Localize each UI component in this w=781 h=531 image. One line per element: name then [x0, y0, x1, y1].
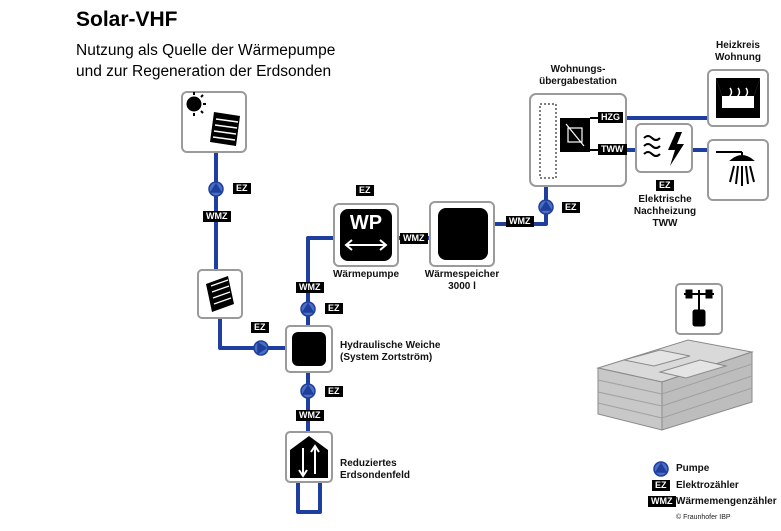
weather-station — [675, 283, 723, 335]
collector-panel-icon — [210, 112, 240, 146]
hydraulic-switch — [285, 325, 333, 373]
heat-waves-icon — [643, 135, 661, 157]
lightning-icon — [668, 132, 684, 166]
ez-tag-erdsonde: EZ — [325, 386, 343, 397]
storage-tank — [429, 201, 495, 267]
wmz-tag-tank-to-station: WMZ — [506, 216, 534, 227]
transfer-station — [529, 93, 627, 187]
wmz-tag-solar: WMZ — [203, 211, 231, 222]
legend-ez-text: Elektrozähler — [676, 480, 739, 491]
pipe-weiche-to-wp — [306, 236, 340, 326]
subtitle-line-2: und zur Regeneration der Erdsonden — [76, 63, 332, 80]
hydraulic-switch-label: Hydraulische Weiche (System Zortström) — [340, 340, 441, 363]
ez-tag-wp-line: EZ — [325, 303, 343, 314]
heat-pump-symbol: WP — [349, 212, 383, 234]
pump-station — [538, 199, 554, 215]
heat-exchanger — [197, 269, 243, 319]
transfer-station-label: Wohnungs- übergabestation — [539, 64, 617, 87]
building-illustration — [596, 339, 754, 431]
page-title: Solar-VHF — [76, 8, 178, 31]
compressor-arrows-icon — [344, 239, 388, 251]
legend-wmz-tag: WMZ — [648, 496, 676, 507]
pipe-erdsonde-loop — [296, 480, 322, 514]
subtitle-line-1: Nutzung als Quelle der Wärmepumpe — [76, 42, 336, 59]
pump-erdsonde — [300, 383, 316, 399]
heating-circuit-label: Heizkreis Wohnung — [715, 40, 761, 63]
wmz-tag-wp-line: WMZ — [296, 282, 324, 293]
borehole-arrows-icon — [298, 444, 320, 478]
ez-tag-heat-pump: EZ — [356, 185, 374, 196]
heat-pump — [333, 203, 399, 267]
borehole-field — [285, 431, 333, 483]
page-subtitle: Nutzung als Quelle der Wärmepumpe und zu… — [76, 40, 335, 82]
legend-ez-tag: EZ — [652, 480, 670, 491]
electric-heater — [635, 123, 693, 173]
shower-icon — [716, 151, 755, 186]
tww-tag: TWW — [598, 144, 627, 155]
pumps — [208, 181, 669, 477]
storage-tank-label: Wärmespeicher 3000 l — [424, 269, 500, 292]
wmz-tag-erdsonde: WMZ — [296, 410, 324, 421]
copyright-notice: © Fraunhofer IBP — [676, 514, 731, 521]
pump-solar — [208, 181, 224, 197]
pump-legend-icon — [653, 461, 669, 477]
pump-hx — [253, 340, 269, 356]
borehole-field-label: Reduziertes Erdsondenfeld — [340, 458, 411, 481]
sun-icon — [186, 92, 206, 116]
shower — [707, 139, 769, 201]
heating-circuit — [707, 69, 769, 127]
heat-pump-label: Wärmepumpe — [332, 269, 400, 280]
ez-tag-hx: EZ — [251, 322, 269, 333]
wmz-tag-wp-to-tank: WMZ — [400, 233, 428, 244]
ez-tag-electric-heater: EZ — [656, 180, 674, 191]
ez-tag-station: EZ — [562, 202, 580, 213]
heat-rising-icon — [727, 87, 749, 105]
pump-wp — [300, 301, 316, 317]
weather-station-icon — [684, 289, 714, 327]
electric-heater-label: Elektrische Nachheizung TWW — [633, 194, 697, 229]
legend-pump-text: Pumpe — [676, 463, 710, 474]
hzg-tag: HZG — [598, 112, 623, 123]
ez-tag-solar: EZ — [233, 183, 251, 194]
legend-wmz-text: Wärmemengenzähler — [676, 496, 777, 507]
solar-collector — [181, 91, 247, 153]
